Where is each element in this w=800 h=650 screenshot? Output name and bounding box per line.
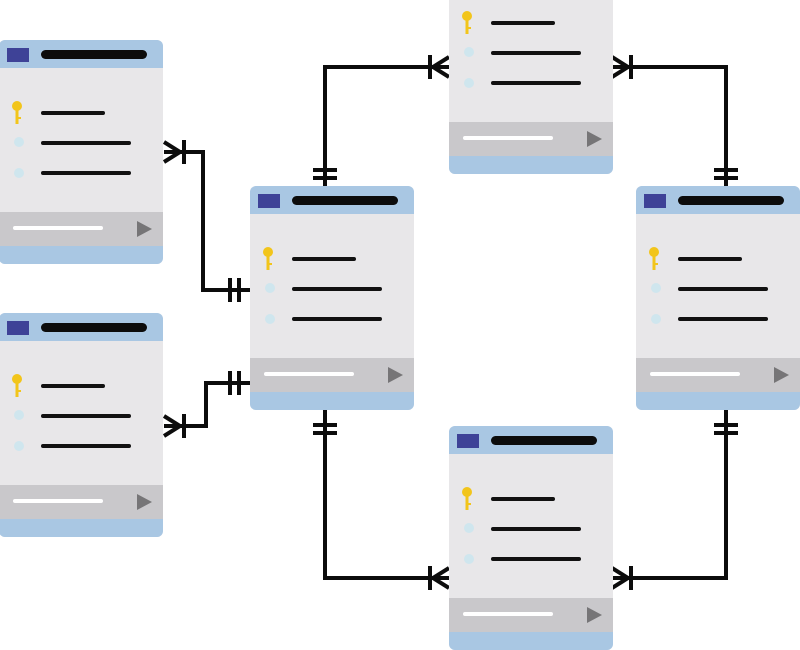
- table-icon: [258, 194, 280, 208]
- table-base: [636, 392, 800, 410]
- footer-bar: [13, 226, 103, 230]
- table-footer: [0, 485, 163, 519]
- connector-center-bottom: [323, 410, 449, 580]
- one-marker-right-bottom: [714, 423, 738, 435]
- field-dot-icon: [14, 137, 24, 147]
- footer-bar: [463, 136, 553, 140]
- table-base: [250, 392, 414, 410]
- footer-bar: [264, 372, 354, 376]
- field-row: [41, 444, 131, 448]
- field-row: [491, 557, 581, 561]
- relationship-lines: [162, 55, 738, 590]
- table-title-bar: [491, 436, 597, 445]
- field-row: [491, 81, 581, 85]
- crows-foot-bottom-left: [428, 566, 451, 590]
- play-icon[interactable]: [774, 367, 789, 383]
- play-icon[interactable]: [388, 367, 403, 383]
- table-card-left-top[interactable]: [0, 40, 163, 264]
- table-base: [449, 156, 613, 174]
- key-icon: [649, 247, 659, 270]
- key-icon: [462, 487, 472, 510]
- field-dot-icon: [14, 441, 24, 451]
- table-title-bar: [678, 196, 784, 205]
- key-icon: [263, 247, 273, 270]
- play-icon[interactable]: [137, 494, 152, 510]
- field-row: [41, 171, 131, 175]
- table-icon: [7, 321, 29, 335]
- one-marker-center-top: [313, 168, 337, 180]
- crows-foot-left-bottom: [162, 414, 186, 438]
- table-title-bar: [41, 323, 147, 332]
- one-marker-center-bottom: [313, 423, 337, 435]
- connector-left-top-center: [164, 150, 250, 292]
- field-dot-icon: [265, 314, 275, 324]
- play-icon[interactable]: [587, 607, 602, 623]
- crows-foot-top-right: [610, 55, 633, 79]
- field-row: [292, 317, 382, 321]
- field-dot-icon: [464, 523, 474, 533]
- key-icon: [462, 11, 472, 34]
- one-marker-right-top: [714, 168, 738, 180]
- table-footer: [0, 212, 163, 246]
- field-row: [491, 527, 581, 531]
- crows-foot-top-left: [428, 55, 451, 79]
- field-row: [678, 317, 768, 321]
- table-base: [449, 632, 613, 650]
- table-title-bar: [41, 50, 147, 59]
- footer-bar: [463, 612, 553, 616]
- table-icon: [644, 194, 666, 208]
- one-marker-center-left-b: [228, 371, 241, 395]
- table-base: [0, 246, 163, 264]
- play-icon[interactable]: [137, 221, 152, 237]
- table-footer: [250, 358, 414, 392]
- field-row: [491, 51, 581, 55]
- table-title-bar: [292, 196, 398, 205]
- table-footer: [636, 358, 800, 392]
- field-dot-icon: [14, 410, 24, 420]
- table-footer: [449, 122, 613, 156]
- field-row: [41, 414, 131, 418]
- primary-key-field: [292, 257, 356, 261]
- table-footer: [449, 598, 613, 632]
- field-dot-icon: [651, 314, 661, 324]
- field-row: [41, 141, 131, 145]
- field-dot-icon: [464, 554, 474, 564]
- key-icon: [12, 101, 22, 124]
- crows-foot-left-top: [162, 140, 186, 164]
- field-dot-icon: [651, 283, 661, 293]
- field-dot-icon: [14, 168, 24, 178]
- table-card-top[interactable]: [449, 0, 613, 174]
- field-dot-icon: [464, 47, 474, 57]
- connector-right-top: [612, 65, 728, 186]
- footer-bar: [13, 499, 103, 503]
- footer-bar: [650, 372, 740, 376]
- connector-center-top: [323, 65, 449, 186]
- table-icon: [7, 48, 29, 62]
- connector-right-bottom: [612, 410, 728, 580]
- play-icon[interactable]: [587, 131, 602, 147]
- table-base: [0, 519, 163, 537]
- primary-key-field: [41, 111, 105, 115]
- table-card-center[interactable]: [250, 186, 414, 410]
- table-card-left-bottom[interactable]: [0, 313, 163, 537]
- field-row: [292, 287, 382, 291]
- field-dot-icon: [265, 283, 275, 293]
- one-marker-center-left-a: [228, 278, 241, 302]
- primary-key-field: [491, 21, 555, 25]
- primary-key-field: [678, 257, 742, 261]
- table-icon: [457, 434, 479, 448]
- table-card-bottom[interactable]: [449, 426, 613, 650]
- table-card-right[interactable]: [636, 186, 800, 410]
- key-icon: [12, 374, 22, 397]
- primary-key-field: [41, 384, 105, 388]
- crows-foot-bottom-right: [610, 566, 633, 590]
- field-row: [678, 287, 768, 291]
- field-dot-icon: [464, 78, 474, 88]
- primary-key-field: [491, 497, 555, 501]
